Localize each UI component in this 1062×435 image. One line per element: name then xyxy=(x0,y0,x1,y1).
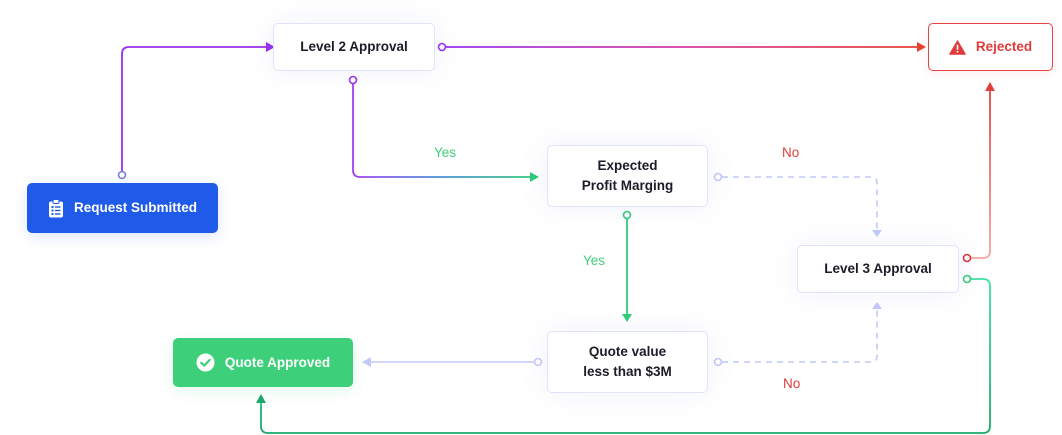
warning-triangle-icon xyxy=(948,39,966,55)
node-label: Request Submitted xyxy=(73,200,197,215)
port-icon xyxy=(117,170,127,180)
arrowhead-icon xyxy=(917,42,926,52)
port-icon xyxy=(962,253,972,263)
edge-label-yes: Yes xyxy=(583,253,606,268)
edge-level3-to-rejected xyxy=(962,82,995,263)
port-icon xyxy=(962,274,972,284)
node-quote-approved[interactable]: Quote Approved xyxy=(173,338,353,387)
edge-quote-to-level3 xyxy=(713,302,882,367)
node-level3-approval[interactable]: Level 3 Approval xyxy=(797,245,959,293)
port-icon xyxy=(437,42,447,52)
edge-level2-to-rejected xyxy=(437,42,926,52)
node-label: Level 3 Approval xyxy=(824,261,932,276)
edge-request-to-level2 xyxy=(117,42,275,180)
node-label: Level 2 Approval xyxy=(300,39,408,54)
arrowhead-icon xyxy=(872,230,882,237)
arrowhead-icon xyxy=(985,82,995,91)
edge-quote-to-approved xyxy=(362,357,543,367)
edge-label-yes: Yes xyxy=(434,145,457,160)
port-icon xyxy=(533,357,543,367)
arrowhead-icon xyxy=(622,314,632,322)
node-level2-approval[interactable]: Level 2 Approval xyxy=(273,23,435,71)
arrowhead-icon xyxy=(362,357,371,367)
edge-label-no: No xyxy=(782,145,800,160)
port-icon xyxy=(713,357,723,367)
clipboard-list-icon xyxy=(48,198,64,218)
port-icon xyxy=(622,210,632,220)
node-label: Quote Approved xyxy=(224,354,331,370)
arrowhead-icon xyxy=(266,42,275,52)
arrowhead-icon xyxy=(872,302,882,309)
edge-profit-to-quote xyxy=(622,210,632,322)
edge-profit-to-level3 xyxy=(713,172,882,237)
node-expected-profit-margin[interactable]: Expected Profit Marging xyxy=(547,145,708,207)
node-rejected[interactable]: Rejected xyxy=(928,23,1053,71)
port-icon xyxy=(348,75,358,85)
port-icon xyxy=(713,172,723,182)
node-label: Rejected xyxy=(975,39,1033,54)
node-request-submitted[interactable]: Request Submitted xyxy=(27,183,218,233)
arrowhead-icon xyxy=(256,394,266,403)
edge-level2-to-profit xyxy=(348,75,539,182)
edge-level3-to-approved xyxy=(256,274,991,434)
check-circle-icon xyxy=(196,353,215,372)
node-label: Expected Profit Marging xyxy=(581,158,674,193)
node-label: Quote value less than $3M xyxy=(583,344,672,379)
arrowhead-icon xyxy=(530,172,539,182)
node-quote-value-check[interactable]: Quote value less than $3M xyxy=(547,331,708,393)
edge-label-no: No xyxy=(783,376,801,391)
